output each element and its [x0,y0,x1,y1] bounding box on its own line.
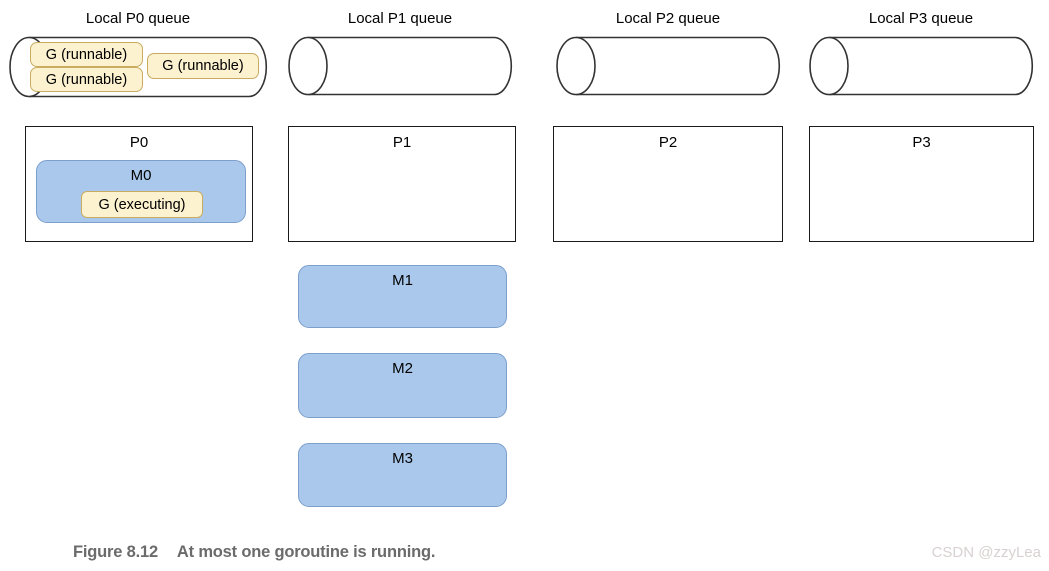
machine-label: M2 [392,360,413,377]
machine-label: M0 [130,167,152,184]
machine-box-m1: M1 [298,265,507,328]
queue-title-p2: Local P2 queue [615,10,721,27]
queue-cylinder-p3 [808,36,1034,96]
goroutine-runnable-chip: G (runnable) [147,53,259,79]
machine-label: M1 [392,272,413,289]
figure-caption-text: At most one goroutine is running. [176,543,436,561]
goroutine-runnable-chip: G (runnable) [30,42,143,67]
queue-title-p0: Local P0 queue [85,10,191,27]
processor-label: P0 [129,134,149,151]
watermark-text: CSDN @zzyLea [931,544,1041,561]
machine-box-m3: M3 [298,443,507,507]
machine-label: M3 [392,450,413,467]
processor-box-p1: P1 [288,126,516,242]
cylinder-shape-icon [809,36,1034,96]
cylinder-shape-icon [288,36,513,96]
queue-cylinder-p2 [555,36,781,96]
processor-label: P3 [912,134,931,151]
goroutine-runnable-chip: G (runnable) [30,67,143,92]
processor-label: P2 [658,134,678,151]
goroutine-executing-chip: G (executing) [81,191,203,218]
queue-cylinder-p0: G (runnable) G (runnable) G (runnable) [8,36,268,98]
queue-title-p3: Local P3 queue [868,10,974,27]
queue-title-p1: Local P1 queue [347,10,453,27]
processor-label: P1 [392,134,412,151]
processor-box-p0: P0 M0 G (executing) [25,126,253,242]
processor-box-p3: P3 [809,126,1034,242]
cylinder-shape-icon [556,36,781,96]
queue-cylinder-p1 [287,36,513,96]
machine-box-m2: M2 [298,353,507,418]
figure-number: Figure 8.12 [73,543,158,561]
processor-box-p2: P2 [553,126,783,242]
figure-caption: Figure 8.12 At most one goroutine is runn… [73,543,435,562]
machine-box-m0: M0 G (executing) [36,160,246,223]
